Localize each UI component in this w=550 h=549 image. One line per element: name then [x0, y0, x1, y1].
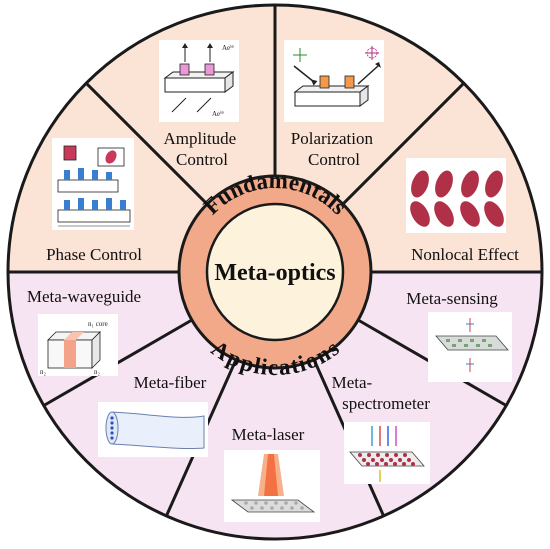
polarization-control-label: Polarization Control [291, 129, 377, 169]
waveguide-cladding-annotation-right: n₂ [94, 368, 101, 376]
meta-fiber-label: Meta-fiber [134, 373, 207, 392]
amplitude-metasurface-icon: Aeⁱᶿ Aeⁱᶿ [159, 40, 239, 122]
meta-laser-label: Meta-laser [232, 425, 305, 444]
polarization-metasurface-icon [284, 40, 384, 122]
meta-waveguide-label: Meta-waveguide [27, 287, 141, 306]
spectrometer-icon [344, 422, 430, 484]
ellipse-array-icon [406, 158, 506, 233]
amplitude-control-label: Amplitude Control [164, 129, 241, 169]
sector-divider [85, 82, 209, 206]
center-circle [205, 202, 345, 342]
fiber-icon [98, 402, 208, 457]
nonlocal-effect-label: Nonlocal Effect [411, 245, 519, 264]
center-title: Meta-optics [214, 260, 335, 286]
meta-spectrometer-label: Meta- spectrometer [332, 373, 431, 413]
laser-icon [224, 450, 320, 522]
waveguide-core-annotation: n₁ core [88, 320, 108, 328]
sensing-icon [428, 312, 512, 382]
meta-sensing-label: Meta-sensing [406, 289, 498, 308]
svg-text:Aeⁱᶿ: Aeⁱᶿ [222, 44, 234, 52]
waveguide-icon: n₁ core n₂ n₂ [38, 314, 118, 376]
phase-metasurface-icon [52, 138, 134, 230]
svg-text:Aeⁱᶿ: Aeⁱᶿ [212, 110, 224, 118]
phase-control-label: Phase Control [46, 245, 142, 264]
outer-circle [6, 3, 544, 541]
sector-divider [341, 82, 465, 206]
waveguide-cladding-annotation-left: n₂ [40, 368, 47, 376]
